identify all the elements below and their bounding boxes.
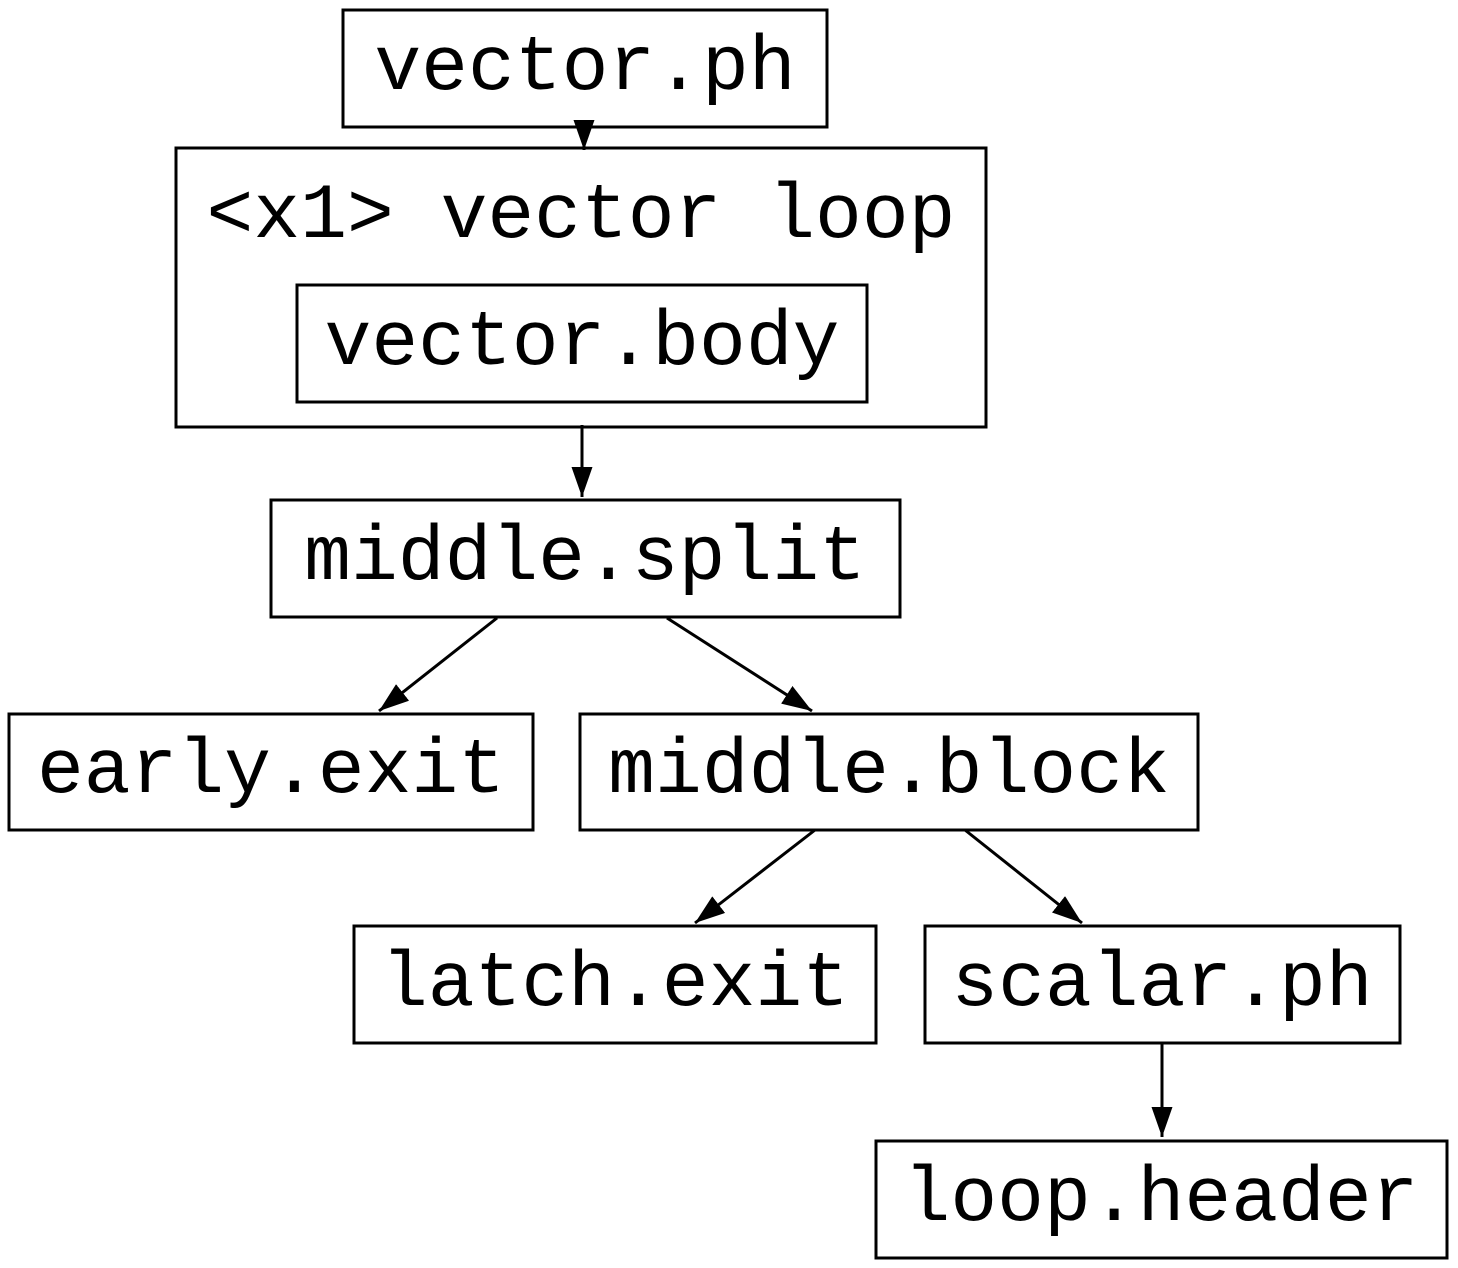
edge-middle-split-to-middle-block [666, 616, 813, 713]
edge-middle-block-to-scalar-ph [964, 828, 1083, 925]
node-vector-body-box [295, 283, 869, 404]
node-middle-split-box [269, 498, 902, 619]
node-scalar-ph-box [923, 924, 1402, 1045]
node-latch-exit-box [352, 924, 878, 1045]
node-vector-ph-label: vector.ph [374, 25, 795, 113]
node-middle-split-label: middle.split [304, 515, 866, 603]
node-vector-body-label: vector.body [325, 300, 840, 388]
node-vector-ph-box [341, 8, 829, 129]
node-loop-header-box [874, 1139, 1449, 1260]
node-middle-block-box [578, 712, 1200, 832]
edge-middle-block-to-latch-exit [694, 828, 816, 925]
node-middle-block-label: middle.block [608, 728, 1170, 816]
node-loop-header-label: loop.header [904, 1156, 1419, 1244]
node-latch-exit-label: latch.exit [381, 941, 849, 1029]
node-vector-loop-label: <x1> vector loop [207, 173, 956, 261]
node-early-exit-box [7, 712, 535, 832]
node-early-exit-label: early.exit [37, 728, 505, 816]
edge-middle-split-to-early-exit [378, 616, 498, 713]
node-scalar-ph-label: scalar.ph [951, 941, 1372, 1029]
